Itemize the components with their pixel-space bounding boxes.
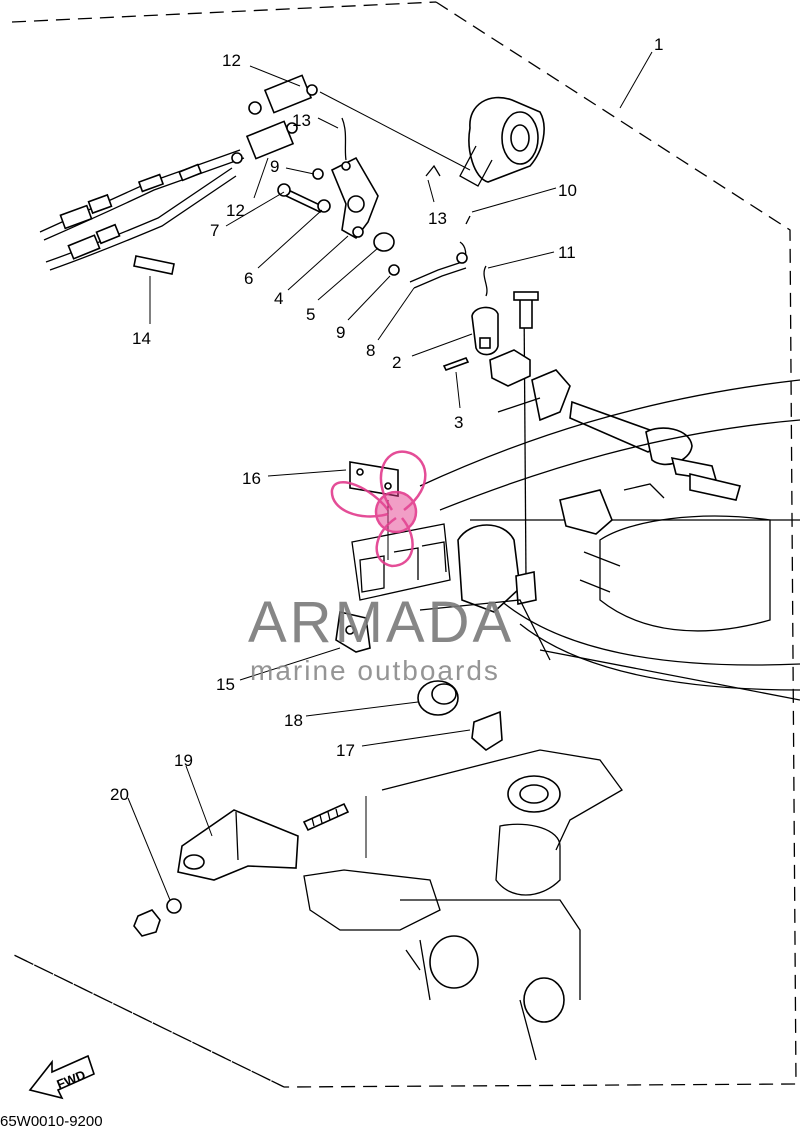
- cable-joint-lower: [245, 120, 298, 160]
- cable-bracket: [177, 809, 299, 881]
- callout-numbers: 1 12 13 9 12 13 10 11 7 6 4 5 9 8 2 3 14…: [110, 35, 663, 804]
- callout-19: 19: [174, 751, 193, 770]
- callout-20: 20: [110, 785, 129, 804]
- callout-10: 10: [558, 181, 577, 200]
- callout-9: 9: [336, 323, 345, 342]
- callout-4: 4: [274, 289, 283, 308]
- watermark-tagline: marine outboards: [250, 655, 500, 686]
- grommet-block: [335, 611, 371, 653]
- cable-joint-upper: [263, 74, 318, 114]
- callout-1: 1: [654, 35, 663, 54]
- throttle-lever: [471, 306, 499, 356]
- callout-16: 16: [242, 469, 261, 488]
- swivel-bracket: [303, 749, 623, 1061]
- callout-11: 11: [558, 243, 576, 262]
- callout-13: 13: [292, 111, 311, 130]
- grommet-plate: [349, 461, 399, 497]
- plug: [417, 680, 459, 716]
- dashed-frame: [11, 1, 797, 1088]
- callout-3: 3: [454, 413, 463, 432]
- throttle-linkage: [489, 349, 741, 501]
- throttle-shift-cables: [39, 101, 262, 271]
- part-code: 65W0010-9200: [0, 1113, 103, 1129]
- triangle-plug: [471, 710, 503, 751]
- callout-2: 2: [392, 353, 401, 372]
- callout-5: 5: [306, 305, 315, 324]
- callout-15: 15: [216, 675, 235, 694]
- cable-label-strip: [133, 255, 175, 275]
- grommet-bracket: [351, 523, 451, 601]
- callout-7: 7: [210, 221, 219, 240]
- bottom-cowling-frame: [419, 379, 800, 701]
- callout-18: 18: [284, 711, 303, 730]
- watermark-brand: ARMADA: [248, 590, 514, 655]
- callout-14: 14: [132, 329, 151, 348]
- callout-6: 6: [244, 269, 253, 288]
- shift-lever: [330, 156, 379, 240]
- callout-12: 12: [226, 201, 245, 220]
- callout-8: 8: [366, 341, 375, 360]
- callout-12: 12: [222, 51, 241, 70]
- fwd-arrow-icon: FWD: [28, 1054, 95, 1100]
- callout-9: 9: [270, 157, 279, 176]
- propeller-logo-icon: [330, 450, 427, 568]
- callout-17: 17: [336, 741, 355, 760]
- callout-13: 13: [428, 209, 447, 228]
- armada-watermark: ARMADA marine outboards: [248, 450, 514, 686]
- throttle-drum: [459, 96, 545, 187]
